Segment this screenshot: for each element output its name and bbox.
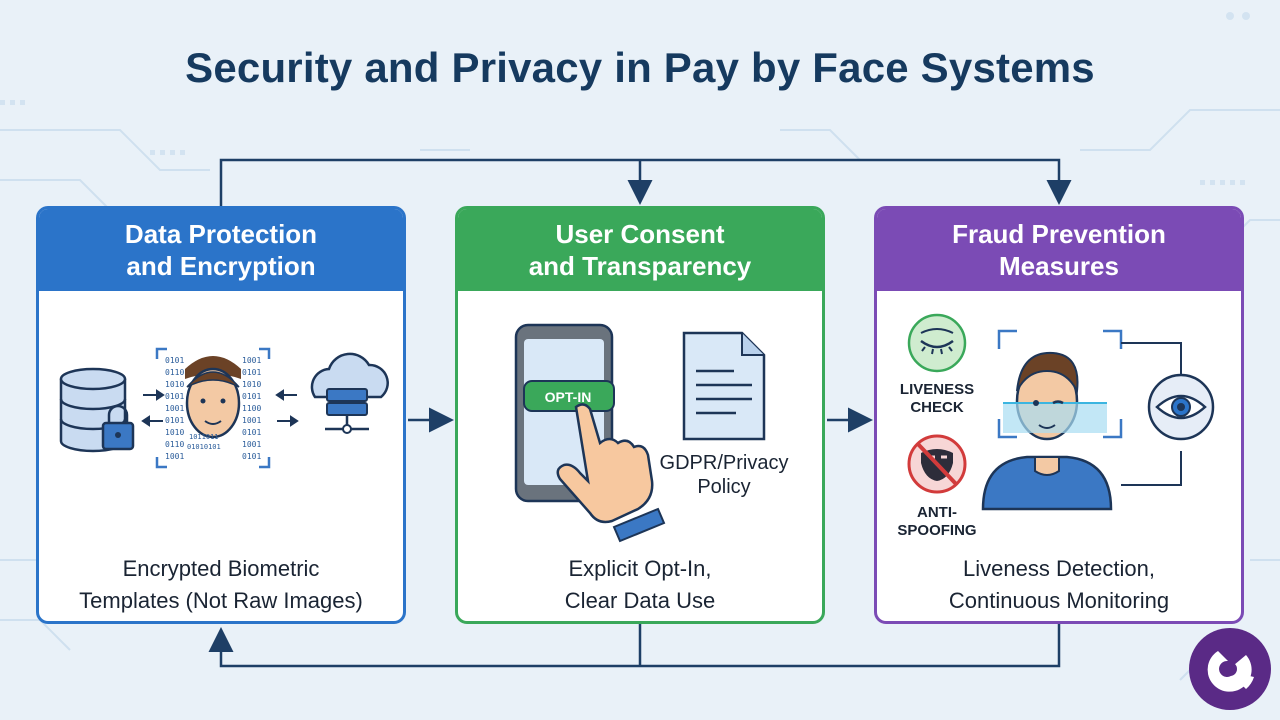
fraud-prevention-illustration: LIVENESS CHECK ANTI- SPOOFING — [897, 313, 1215, 539]
binary-left-1: 0110 — [165, 368, 184, 377]
card-caption-line1: Explicit Opt-In, — [568, 556, 712, 581]
card-heading-line2: and Encryption — [126, 251, 316, 281]
liveness-label-line2: CHECK — [910, 399, 964, 416]
card-heading: Data Protection and Encryption — [39, 209, 403, 291]
binary-face-0: 1011011 — [189, 433, 219, 441]
user-consent-illustration: OPT-IN GDPR/Privacy Policy — [514, 323, 789, 543]
card-caption: Explicit Opt-In, Clear Data Use — [458, 553, 822, 617]
binary-face-1: 01010101 — [187, 443, 221, 451]
brand-logo-icon — [1189, 628, 1271, 710]
policy-label-line2: Policy — [697, 476, 750, 498]
card-heading-line2: Measures — [999, 251, 1119, 281]
binary-right-5: 1001 — [242, 416, 261, 425]
anti-spoofing-label-line2: SPOOFING — [897, 522, 976, 539]
card-body: OPT-IN GDPR/Privacy Policy Explicit Opt-… — [458, 291, 822, 621]
card-heading: User Consent and Transparency — [458, 209, 822, 291]
card-heading-line1: Data Protection — [124, 219, 318, 249]
card-caption: Encrypted Biometric Templates (Not Raw I… — [39, 553, 403, 617]
binary-left-8: 1001 — [165, 452, 184, 461]
binary-left-4: 1001 — [165, 404, 184, 413]
page-title: Security and Privacy in Pay by Face Syst… — [185, 44, 1095, 91]
card-heading-line1: Fraud Prevention — [952, 219, 1166, 249]
binary-right-2: 1010 — [242, 380, 261, 389]
eye-icon — [1147, 373, 1215, 441]
card-caption-line2: Continuous Monitoring — [948, 588, 1170, 613]
closed-eye-icon — [907, 313, 967, 373]
card-data-protection: Data Protection and Encryption — [36, 206, 406, 624]
card-caption: Liveness Detection, Continuous Monitorin… — [877, 553, 1241, 617]
card-caption-line1: Liveness Detection, — [963, 556, 1155, 581]
binary-left-2: 1010 — [165, 380, 184, 389]
binary-right-1: 0101 — [242, 368, 261, 377]
card-body: 0101 0110 1010 0101 1001 0101 1010 0110 … — [39, 291, 403, 621]
card-heading: Fraud Prevention Measures — [877, 209, 1241, 291]
card-user-consent: User Consent and Transparency OPT-IN — [455, 206, 825, 624]
binary-left-3: 0101 — [165, 392, 184, 401]
database-lock-icon — [59, 367, 135, 453]
anti-spoofing-label-line1: ANTI- — [917, 504, 957, 521]
binary-left-0: 0101 — [165, 356, 184, 365]
card-caption-line2: Clear Data Use — [564, 588, 716, 613]
document-icon — [682, 331, 766, 441]
binary-left-7: 0110 — [165, 440, 184, 449]
opt-in-button: OPT-IN — [545, 389, 592, 405]
pointing-hand-icon — [556, 403, 666, 543]
binary-right-3: 0101 — [242, 392, 261, 401]
face-scan-icon: 0101 0110 1010 0101 1001 0101 1010 0110 … — [155, 347, 271, 469]
binary-right-7: 1001 — [242, 440, 261, 449]
card-caption-line2: Templates (Not Raw Images) — [79, 588, 363, 613]
binary-left-5: 0101 — [165, 416, 184, 425]
binary-left-6: 1010 — [165, 428, 184, 437]
binary-right-8: 0101 — [242, 452, 261, 461]
data-protection-illustration: 0101 0110 1010 0101 1001 0101 1010 0110 … — [59, 347, 389, 469]
card-body: LIVENESS CHECK ANTI- SPOOFING — [877, 291, 1241, 621]
card-heading-line1: User Consent — [555, 219, 725, 249]
card-heading-line2: and Transparency — [528, 251, 752, 281]
no-mask-icon — [907, 434, 967, 494]
policy-label-line1: GDPR/Privacy — [660, 452, 789, 474]
binary-right-4: 1100 — [242, 404, 261, 413]
card-caption-line1: Encrypted Biometric — [122, 556, 320, 581]
liveness-label-line1: LIVENESS — [900, 381, 974, 398]
face-scan-person-icon — [981, 329, 1123, 511]
binary-right-0: 1001 — [242, 356, 261, 365]
binary-right-6: 0101 — [242, 428, 261, 437]
card-fraud-prevention: Fraud Prevention Measures LIVENESS CHECK… — [874, 206, 1244, 624]
cloud-server-icon — [310, 352, 389, 434]
